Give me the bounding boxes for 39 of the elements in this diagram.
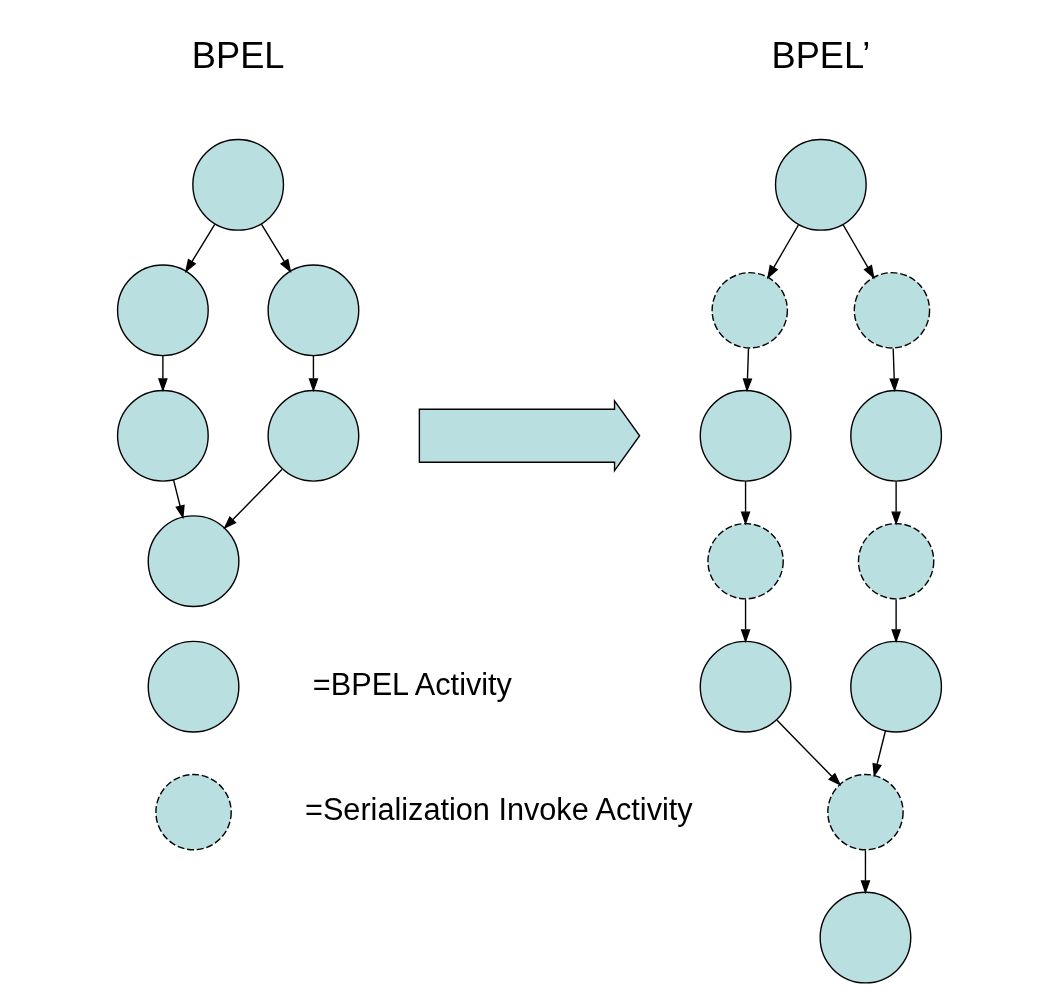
arrow [890, 598, 901, 644]
arrow [740, 480, 750, 526]
arrow [888, 347, 899, 393]
node-circle [266, 264, 359, 357]
node-arrow [418, 398, 640, 473]
node-circle [191, 138, 284, 231]
arrow [172, 479, 185, 520]
label: BPEL’ [770, 35, 870, 77]
arrow [740, 598, 750, 644]
node-circle [853, 271, 930, 349]
node-circle [849, 640, 942, 733]
arrow [308, 355, 318, 393]
node-circle [818, 891, 911, 984]
arrow [890, 480, 901, 526]
arrow [260, 223, 291, 273]
arrow [157, 355, 168, 393]
arrow [766, 224, 799, 280]
arrow [871, 730, 886, 778]
node-circle [116, 264, 209, 357]
arrow [775, 719, 841, 787]
legend-label: =Serialization Invoke Activity [304, 791, 693, 826]
node-circle [266, 389, 359, 482]
node-circle [699, 389, 792, 482]
node-circle [116, 389, 209, 482]
arrow [222, 468, 283, 530]
label: BPEL [191, 35, 284, 77]
arrow [184, 223, 215, 273]
node-circle [710, 271, 788, 349]
arrow [742, 347, 752, 393]
node-circle [706, 522, 784, 600]
legend-label: =BPEL Activity [312, 666, 512, 701]
node-circle [849, 389, 942, 482]
node-circle [154, 773, 232, 851]
node-circle [147, 640, 240, 733]
arrow [842, 224, 875, 280]
node-circle [699, 640, 792, 733]
node-circle [857, 522, 934, 600]
arrow [860, 849, 870, 895]
node-circle [774, 138, 867, 231]
